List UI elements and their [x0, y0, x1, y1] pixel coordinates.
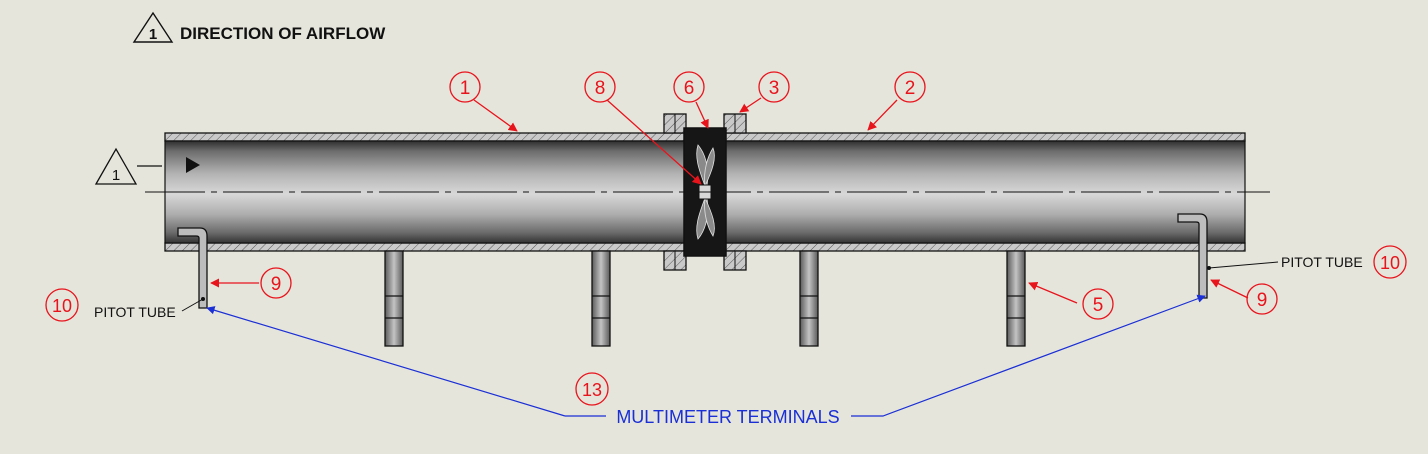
support-leg-2 [591, 250, 611, 347]
svg-text:10: 10 [1380, 253, 1400, 273]
support-leg-1 [384, 250, 404, 347]
svg-text:6: 6 [684, 78, 695, 99]
note-triangle-icon [132, 11, 174, 43]
balloon-5: 5 [1082, 288, 1114, 320]
balloon-leaders [210, 97, 1249, 304]
balloon-6: 6 [673, 71, 705, 103]
svg-text:9: 9 [271, 274, 282, 295]
svg-text:5: 5 [1093, 295, 1104, 316]
balloon-10-right: 10 [1373, 245, 1407, 279]
flow-direction-marker: 1 [94, 147, 162, 185]
multimeter-leaders [206, 294, 1206, 417]
flow-marker-triangle-icon [94, 147, 138, 185]
header-note-number: 1 [149, 26, 157, 43]
pitot-tube-label-left: PITOT TUBE [94, 304, 176, 320]
support-leg-4 [1006, 250, 1026, 347]
pitot-tube-label-right: PITOT TUBE [1281, 254, 1363, 270]
balloon-13: 13 [575, 372, 609, 406]
header-title: DIRECTION OF AIRFLOW [180, 24, 386, 43]
flow-arrow-icon [186, 157, 200, 173]
flow-marker-number: 1 [112, 167, 120, 184]
pitot-tube-left [177, 227, 208, 309]
svg-text:2: 2 [905, 78, 916, 99]
support-leg-3 [799, 250, 819, 347]
balloon-9-left: 9 [260, 267, 292, 299]
airflow-note-header: 1 DIRECTION OF AIRFLOW [132, 11, 386, 43]
fan-blades-icon [696, 144, 715, 240]
svg-text:10: 10 [52, 296, 72, 316]
multimeter-terminals-label: MULTIMETER TERMINALS [616, 407, 839, 427]
balloon-3: 3 [758, 71, 790, 103]
svg-text:1: 1 [460, 78, 471, 99]
svg-text:8: 8 [595, 78, 606, 99]
svg-text:13: 13 [582, 380, 602, 400]
balloon-9-right: 9 [1246, 283, 1278, 315]
balloon-2: 2 [894, 71, 926, 103]
balloon-8: 8 [584, 71, 616, 103]
svg-text:3: 3 [769, 78, 780, 99]
balloon-10-left: 10 [45, 288, 79, 322]
pitot-label-left: PITOT TUBE [94, 297, 205, 320]
support-legs [384, 250, 1026, 347]
balloon-1: 1 [449, 71, 481, 103]
pitot-label-right: PITOT TUBE [1207, 254, 1363, 270]
svg-text:9: 9 [1257, 290, 1268, 311]
